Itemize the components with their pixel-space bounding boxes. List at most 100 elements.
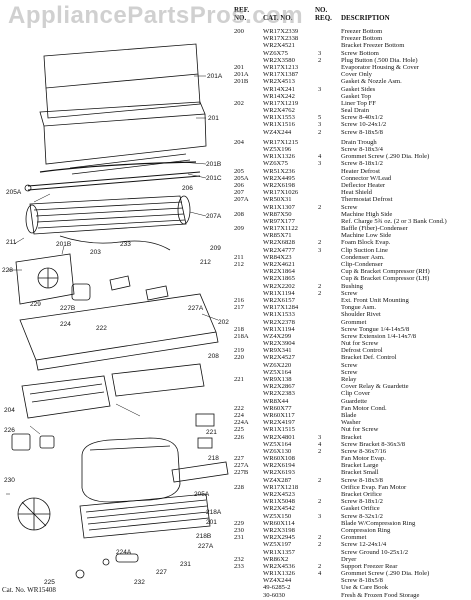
part-description: Defrost Control	[341, 347, 383, 355]
part-cat-no: WR17X1218	[263, 483, 299, 491]
callout: 209	[210, 245, 221, 252]
part-description: Screw	[341, 368, 358, 376]
part-qty: 3	[318, 49, 322, 57]
part-cat-no: WZ4X244	[263, 128, 292, 136]
part-cat-no: 49-6285-2	[263, 584, 291, 592]
part-cat-no: WR2X4801	[263, 433, 295, 441]
part-cat-no: WR60X108	[263, 455, 295, 463]
part-description: Screw Extension 1/4-14x7/8	[341, 332, 417, 340]
part-ref-no: 229	[234, 519, 244, 527]
part-ref-no: 227	[234, 455, 244, 463]
part-description: Machine High Side	[341, 210, 393, 218]
part-ref-no: 201A	[234, 71, 249, 79]
callout: 205A	[6, 189, 22, 196]
part-row: 49-6285-2 Use & Care Book	[233, 584, 471, 591]
part-description: Ext. Front Unit Mounting	[341, 296, 409, 304]
part-description: Use & Care Book	[341, 584, 389, 592]
part-description: Gasket Orifice	[341, 505, 380, 513]
part-qty: 3	[318, 160, 322, 168]
part-qty: 2	[318, 476, 322, 484]
part-cat-no: WR2X4521	[263, 42, 295, 50]
callout: 231	[180, 561, 191, 568]
part-ref-no: 212	[234, 261, 244, 268]
part-cat-no: WR1X5048	[263, 498, 295, 506]
part-description: Support Freezer Rear	[341, 562, 398, 570]
part-cat-no: WR1X1515	[263, 426, 295, 434]
header-cat-no: CAT. NO.	[263, 14, 293, 22]
part-description: Ref. Charge 5¾ oz. (2 or 3 Bank Cond.)	[341, 217, 447, 225]
part-description: Deflector Heater	[341, 181, 386, 189]
callout: 232	[134, 579, 145, 586]
part-description: Screw 10-24x1/2	[341, 121, 387, 129]
part-cat-no: WR51X236	[263, 167, 295, 175]
part-cat-no: WR17X1219	[263, 99, 299, 107]
part-cat-no: WR2X3904	[263, 340, 295, 348]
part-description: Screw 8-18x5/8	[341, 577, 383, 585]
part-ref-no: 207A	[234, 196, 249, 204]
callout: 202	[218, 319, 229, 326]
header-description: DESCRIPTION	[341, 14, 390, 22]
part-ref-no: 218	[234, 325, 244, 333]
condenser-coil	[79, 493, 211, 539]
part-description: Grommet Screw (.290 Dia. Hole)	[341, 570, 430, 578]
part-ref-no: 217	[234, 304, 244, 312]
part-description: Bracket Def. Control	[341, 354, 397, 362]
part-description: Guardette	[341, 397, 367, 405]
part-qty: 2	[318, 203, 322, 211]
callout: 218B	[196, 533, 211, 540]
part-qty: 2	[318, 534, 322, 542]
part-cat-no: WR2X4527	[263, 354, 295, 362]
part-description: Relay	[341, 376, 357, 383]
part-cat-no: WZ6X75	[263, 49, 288, 57]
callout: 208	[208, 353, 219, 360]
part-cat-no: WR1X1533	[263, 311, 295, 319]
part-description: Condenser Asm.	[341, 253, 385, 261]
part-description: Liner Top FF	[341, 99, 376, 107]
part-description: Compression Ring	[341, 526, 391, 534]
part-cat-no: WR14X242	[263, 92, 295, 100]
parts-list: REF. NO. CAT. NO. NO. REQ. DESCRIPTION 2…	[233, 4, 471, 599]
part-ref-no: 227A	[234, 462, 249, 470]
part-cat-no: WZ6X75	[263, 160, 288, 168]
part-description: Shoulder Rivet	[341, 311, 381, 319]
part-cat-no: WR9X341	[263, 347, 292, 355]
part-qty: 2	[318, 289, 322, 297]
part-description: Heater Defrost	[341, 167, 380, 175]
part-ref-no: 224A	[234, 419, 249, 427]
part-description: Clip Suction Line	[341, 246, 388, 254]
callout: 228	[2, 267, 13, 274]
callout: 218	[208, 455, 219, 462]
relay	[197, 437, 213, 449]
part-ref-no: 220	[234, 354, 244, 362]
condenser-baffle	[111, 363, 205, 397]
part-ref-no: 200	[234, 28, 244, 35]
part-qty: 2	[318, 56, 322, 64]
callout: 206	[182, 185, 193, 192]
part-qty: 3	[318, 512, 322, 520]
part-qty: 3	[318, 433, 322, 441]
